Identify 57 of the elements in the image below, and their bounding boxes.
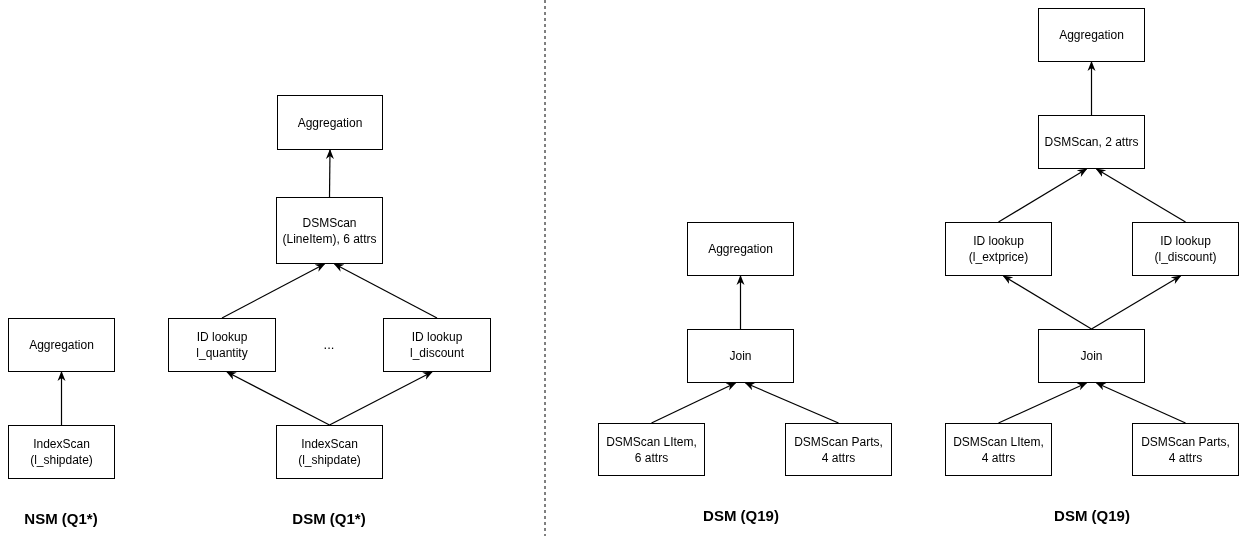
- operator-label: DSMScan LItem, 4 attrs: [952, 433, 1045, 466]
- operator-label: IndexScan (l_shipdate): [297, 436, 362, 468]
- arrow: [333, 263, 438, 319]
- operator-label: Aggregation: [1059, 27, 1124, 43]
- operator-box: [168, 318, 276, 372]
- operator-label: Aggregation: [29, 337, 94, 353]
- operator-box: [1038, 8, 1145, 62]
- arrow: [744, 382, 840, 424]
- operator-box: [687, 222, 794, 276]
- plan-caption: DSM (Q1*): [292, 510, 366, 527]
- plan-caption: DSM (Q19): [703, 507, 779, 524]
- arrow: [226, 371, 331, 426]
- operator-box: [8, 425, 115, 479]
- operator-box: [945, 423, 1052, 476]
- arrow: [997, 168, 1088, 223]
- arrow: [1090, 275, 1182, 330]
- operator-label: Aggregation: [708, 241, 773, 257]
- arrow: [1095, 382, 1187, 424]
- operator-box: [598, 423, 705, 476]
- operator-label: ID lookup (l_discount): [1153, 233, 1218, 265]
- operator-label: DSMScan (LineItem), 6 attrs: [281, 214, 378, 247]
- operator-label: DSMScan Parts, 4 attrs: [1140, 433, 1231, 466]
- operator-label: ID lookup l_quantity: [195, 329, 249, 361]
- operator-box: [1038, 115, 1145, 169]
- operator-box: [383, 318, 491, 372]
- arrow: [997, 382, 1088, 424]
- operator-box: [277, 95, 383, 150]
- operator-box: [276, 197, 383, 264]
- plan-caption: DSM (Q19): [1054, 507, 1130, 524]
- operator-label: Join: [729, 348, 752, 364]
- arrow: [325, 149, 334, 198]
- operator-box: [276, 425, 383, 479]
- operator-box: [1132, 222, 1239, 276]
- arrow: [736, 275, 745, 330]
- operator-label: Join: [1080, 348, 1103, 364]
- arrow: [1095, 168, 1187, 223]
- arrow: [328, 371, 433, 426]
- operator-label: DSMScan, 2 attrs: [1044, 134, 1139, 150]
- operator-box: [687, 329, 794, 383]
- operator-label: DSMScan Parts, 4 attrs: [793, 433, 884, 466]
- arrow: [221, 263, 326, 319]
- operator-label: DSMScan LItem, 6 attrs: [605, 433, 698, 466]
- arrow: [57, 371, 66, 426]
- operator-box: [1038, 329, 1145, 383]
- operator-box: [945, 222, 1052, 276]
- ellipsis-label: ...: [323, 337, 335, 352]
- operator-label: ID lookup (l_extprice): [967, 233, 1030, 265]
- arrow: [1087, 61, 1096, 116]
- operator-box: [1132, 423, 1239, 476]
- operator-label: Aggregation: [297, 114, 363, 131]
- arrow: [1002, 275, 1093, 330]
- plan-caption: NSM (Q1*): [24, 510, 98, 527]
- arrow: [650, 382, 737, 424]
- operator-box: [8, 318, 115, 372]
- operator-label: IndexScan (l_shipdate): [29, 436, 94, 468]
- operator-box: [785, 423, 892, 476]
- operator-label: ID lookup l_discount: [408, 329, 465, 361]
